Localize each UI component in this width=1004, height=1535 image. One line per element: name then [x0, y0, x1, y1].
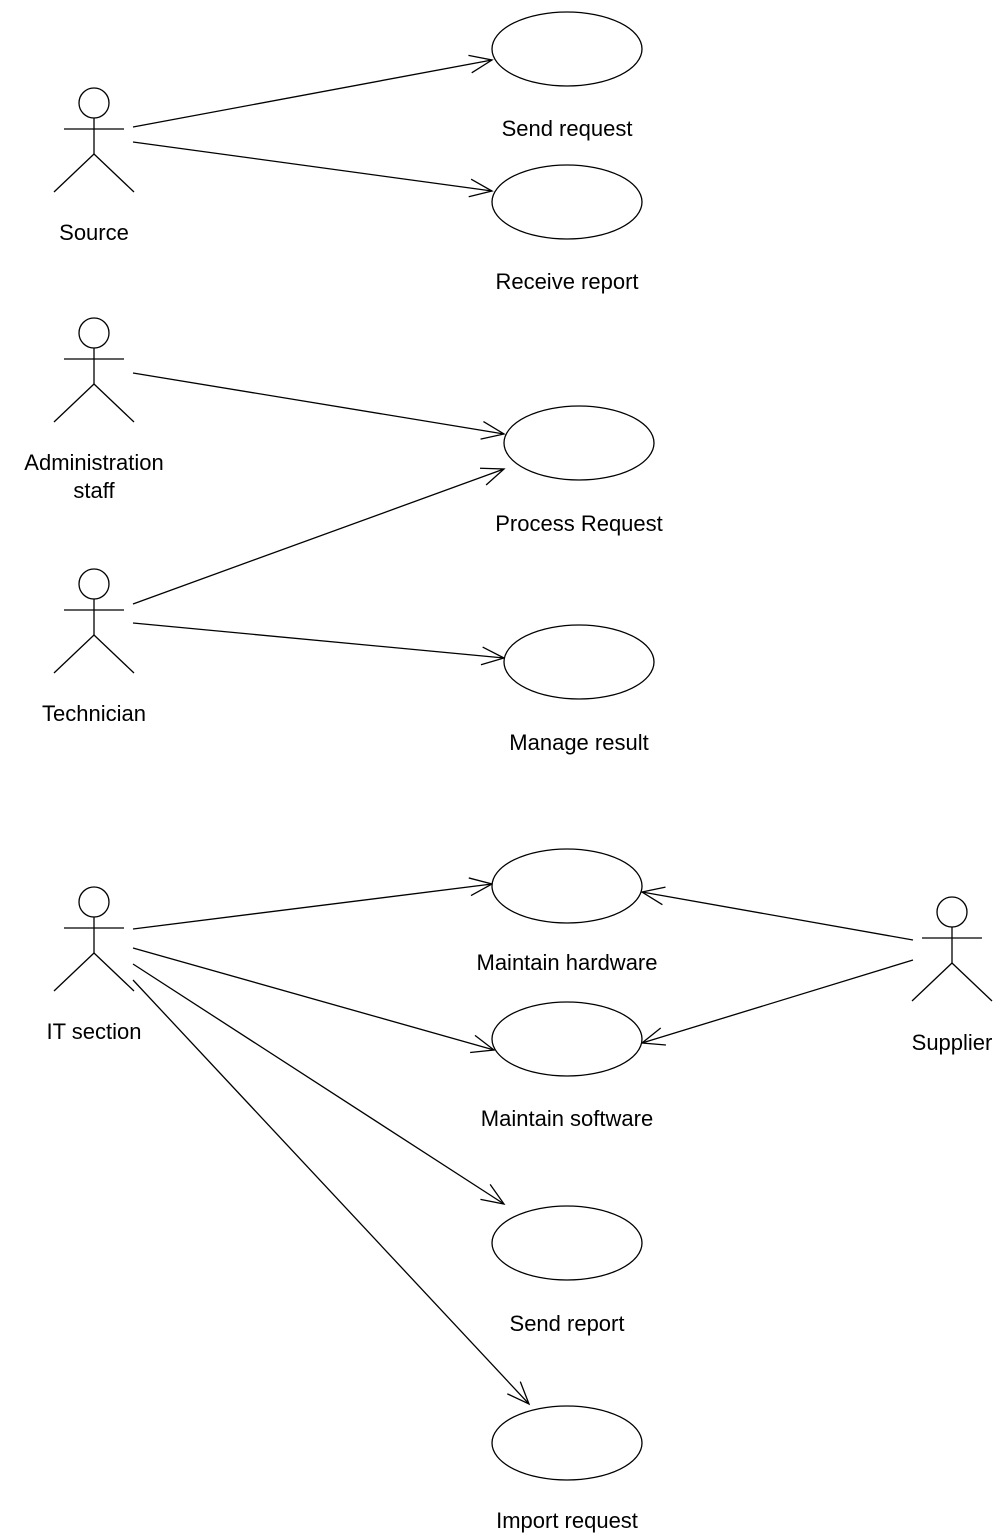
actor-label: IT section — [47, 1019, 142, 1044]
use-case-label: Manage result — [509, 730, 648, 755]
actor-left-leg — [53, 153, 95, 193]
use-case-label: Send request — [502, 116, 633, 141]
association-line — [132, 963, 505, 1205]
association-it-maintain-software — [132, 947, 496, 1054]
actor-right-leg — [93, 153, 135, 193]
actor-figure-icon — [53, 886, 135, 992]
use-case-ellipse — [491, 848, 643, 924]
actor-supplier: Supplier — [911, 896, 993, 1055]
arrowhead — [468, 178, 494, 198]
use-case-label: Send report — [510, 1311, 625, 1336]
actor-source: Source — [53, 87, 135, 245]
actor-left-leg — [53, 383, 95, 423]
actor-figure-icon — [53, 568, 135, 674]
arrowhead — [640, 886, 666, 906]
association-it-maintain-hardware — [132, 877, 494, 930]
use-case-ellipse — [503, 405, 655, 481]
association-line — [132, 468, 505, 605]
use-case-maintain-hardware: Maintain hardware — [477, 848, 658, 975]
association-line — [132, 141, 493, 192]
association-technician-manage-result — [132, 622, 506, 666]
use-case-label: Maintain hardware — [477, 950, 658, 975]
use-case-label: Maintain software — [481, 1106, 653, 1131]
association-supplier-maintain-hardware — [640, 886, 914, 941]
actor-it: IT section — [47, 886, 142, 1044]
actor-head — [78, 87, 110, 119]
actor-right-leg — [93, 383, 135, 423]
use-case-label: Receive report — [495, 269, 638, 294]
actor-figure-icon — [911, 896, 993, 1002]
association-technician-process-request — [132, 467, 506, 605]
use-case-ellipse — [491, 1405, 643, 1481]
actor-left-leg — [53, 634, 95, 674]
actor-right-leg — [93, 952, 135, 992]
use-case-label: Import request — [496, 1508, 638, 1533]
association-admin-process-request — [132, 372, 506, 440]
association-line — [132, 883, 493, 930]
arrowhead — [480, 1184, 506, 1205]
use-case-maintain-software: Maintain software — [481, 1001, 653, 1131]
actor-admin: Administration staff — [24, 317, 164, 503]
association-line — [641, 959, 914, 1044]
association-source-send-request — [132, 54, 494, 128]
use-case-ellipse — [491, 164, 643, 240]
actor-label: Source — [59, 220, 129, 245]
actor-label: staff — [73, 478, 115, 503]
arrowhead — [507, 1381, 531, 1406]
actor-figure-icon — [53, 87, 135, 193]
actor-label: Technician — [42, 701, 146, 726]
association-line — [132, 372, 505, 435]
arrowhead — [479, 467, 506, 486]
association-supplier-maintain-software — [640, 959, 914, 1046]
actor-left-leg — [53, 952, 95, 992]
arrowhead — [480, 421, 506, 440]
use-case-ellipse — [491, 1001, 643, 1077]
use-case-import-request: Import request — [491, 1405, 643, 1533]
actor-head — [78, 317, 110, 349]
use-case-manage-result: Manage result — [503, 624, 655, 755]
actor-figure-icon — [53, 317, 135, 423]
association-line — [132, 979, 530, 1405]
association-source-receive-report — [132, 141, 494, 198]
actor-technician: Technician — [42, 568, 146, 726]
use-case-ellipse — [491, 1205, 643, 1281]
actor-left-leg — [911, 962, 953, 1002]
arrowhead — [470, 1034, 496, 1054]
actor-head — [78, 568, 110, 600]
use-case-send-request: Send request — [491, 11, 643, 141]
use-case-receive-report: Receive report — [491, 164, 643, 294]
use-case-ellipse — [503, 624, 655, 700]
association-line — [132, 59, 493, 128]
actor-head — [936, 896, 968, 928]
actor-label: Supplier — [912, 1030, 993, 1055]
use-case-send-report: Send report — [491, 1205, 643, 1336]
association-line — [132, 947, 495, 1051]
association-line — [641, 891, 914, 941]
actor-label: Administration — [24, 450, 163, 475]
arrowhead — [468, 54, 494, 74]
use-case-process-request: Process Request — [495, 405, 663, 536]
association-it-import-request — [132, 979, 531, 1406]
use-case-ellipse — [491, 11, 643, 87]
association-line — [132, 622, 505, 659]
actor-right-leg — [93, 634, 135, 674]
actor-right-leg — [951, 962, 993, 1002]
use-case-label: Process Request — [495, 511, 663, 536]
actor-head — [78, 886, 110, 918]
association-it-send-report — [132, 963, 506, 1205]
